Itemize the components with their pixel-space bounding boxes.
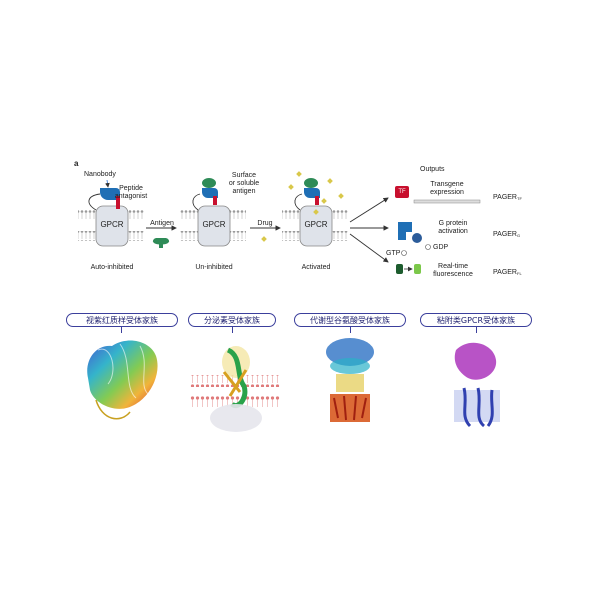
caption-un-inhibited: Un-inhibited xyxy=(195,264,233,271)
fluor-cyl-bright xyxy=(414,264,421,274)
peptide-un xyxy=(213,196,217,205)
outputs-header: Outputs xyxy=(420,166,445,173)
nanobody-auto xyxy=(100,188,120,200)
peptide-antagonist-label: Peptide antagonist xyxy=(114,185,148,200)
gpcr-label-un: GPCR xyxy=(202,220,226,229)
nanobody-label: Nanobody xyxy=(84,171,116,178)
rhodopsin-structure xyxy=(87,340,158,420)
pager-tf: PAGERTF xyxy=(493,194,522,201)
caption-auto-inhibited: Auto-inhibited xyxy=(90,264,134,271)
secretin-structure xyxy=(190,346,280,432)
pager-fl: PAGERFL xyxy=(493,269,522,276)
gtp-label: GTP xyxy=(386,250,401,257)
family-pill-rhodopsin: 视紫红质样受体家族 xyxy=(66,313,178,327)
antigen-bound-un xyxy=(202,178,216,188)
antigen-type-label: Surface or soluble antigen xyxy=(228,172,260,195)
gpcr-receptor-act xyxy=(299,205,333,247)
family-pill-glutamate: 代谢型谷氨酸受体家族 xyxy=(294,313,406,327)
transgene-label: Transgene expression xyxy=(430,181,464,196)
branch-arrow-fl xyxy=(349,233,389,263)
drug-icon xyxy=(261,236,267,242)
panel-letter: a xyxy=(74,159,79,168)
antigen-icon xyxy=(152,238,170,248)
tether-un xyxy=(192,193,201,211)
nanobody-un xyxy=(202,188,218,198)
branch-arrow-tf xyxy=(349,197,389,223)
gprotein-label: G protein activation xyxy=(438,220,468,235)
caption-activated: Activated xyxy=(301,264,331,271)
pill-stem-glutamate xyxy=(350,327,351,333)
pill-stem-secretin xyxy=(232,327,233,333)
gprotein-shape xyxy=(398,222,412,240)
tether-auto xyxy=(88,193,101,211)
gtp-dot xyxy=(401,250,407,256)
nanobody-pointer xyxy=(105,179,110,188)
tether-act xyxy=(294,193,303,211)
family-pill-adhesion: 粘附类GPCR受体家族 xyxy=(420,313,532,327)
peptide-act xyxy=(315,196,319,205)
pager-g: PAGERG xyxy=(493,231,521,238)
tf-badge xyxy=(395,186,409,198)
gpcr-receptor-auto xyxy=(95,205,129,247)
pill-stem-rhodopsin xyxy=(121,327,122,333)
drug-molecules-act xyxy=(288,171,344,215)
fluorescence-label: Real-time fluorescence xyxy=(433,263,473,278)
gprotein-beta xyxy=(412,233,422,243)
mglu-structure xyxy=(326,338,374,422)
fluor-cyl-dark xyxy=(396,264,403,274)
nanobody-act xyxy=(304,188,320,198)
antigen-arrow-label: Antigen xyxy=(150,220,174,227)
gpcr-label-auto: GPCR xyxy=(100,220,124,229)
gpcr-label-act: GPCR xyxy=(304,220,328,229)
pill-stem-adhesion xyxy=(476,327,477,333)
transgene-bar xyxy=(413,199,481,204)
gdp-dot xyxy=(425,244,431,250)
gdp-label: GDP xyxy=(433,244,449,251)
adhesion-structure xyxy=(454,342,500,428)
antigen-bound-act xyxy=(304,178,318,188)
drug-arrow-label: Drug xyxy=(257,220,273,227)
tf-badge-label: TF xyxy=(398,189,406,195)
gpcr-receptor-un xyxy=(197,205,231,247)
family-pill-secretin: 分泌素受体家族 xyxy=(188,313,276,327)
peptide-auto xyxy=(116,196,120,209)
